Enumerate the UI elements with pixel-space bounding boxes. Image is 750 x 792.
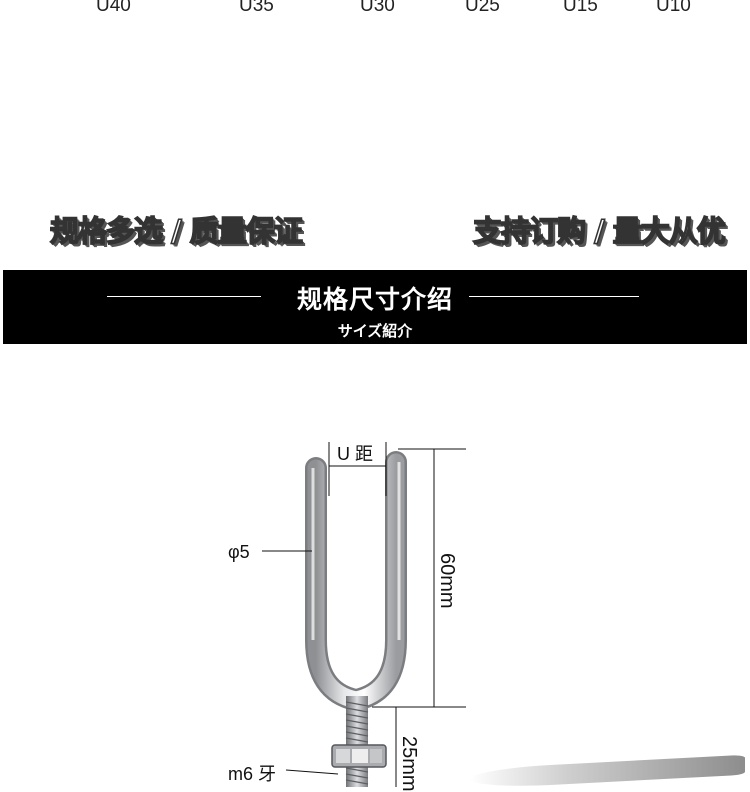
size-label-u25: U25 [465, 0, 500, 16]
height-dimension-label: 60mm [436, 553, 458, 609]
dimension-lines [262, 442, 466, 787]
spec-banner: 规格尺寸介绍 サイズ紹介 [3, 270, 747, 344]
size-label-u15: U15 [563, 0, 598, 16]
size-label-u10: U10 [656, 0, 691, 16]
hex-nut [331, 744, 387, 768]
u-rod [305, 451, 407, 712]
banner-subtitle: サイズ紹介 [337, 322, 413, 340]
size-label-u35: U35 [239, 0, 274, 16]
size-options-row: U40 U35 U30 U25 U15 U10 [0, 0, 750, 20]
slogan-right: 支持订购 / 量大从优 [472, 213, 726, 249]
thread-length-label: 25mm [398, 736, 420, 792]
size-label-u30: U30 [360, 0, 395, 16]
banner-title: 规格尺寸介绍 [296, 285, 453, 314]
banner-right-rule [469, 296, 639, 297]
size-label-u40: U40 [96, 0, 131, 16]
thread-spec-label: m6 牙 [228, 764, 277, 784]
diameter-label: φ5 [228, 542, 250, 562]
slogan-left: 规格多选 / 质量保证 [49, 213, 303, 249]
u-distance-label: U 距 [337, 444, 373, 464]
threaded-stem [345, 696, 369, 787]
banner-left-rule [107, 296, 261, 297]
